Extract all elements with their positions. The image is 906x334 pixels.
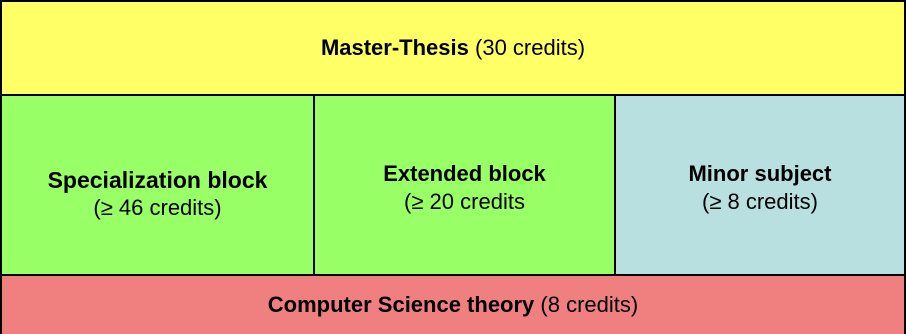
master-thesis-block: Master-Thesis (30 credits) bbox=[0, 0, 906, 96]
extended-block: Extended block (≥ 20 credits bbox=[313, 94, 616, 276]
cs-theory-text: Computer Science theory (8 credits) bbox=[268, 291, 638, 319]
cs-theory-credits: (8 credits) bbox=[540, 292, 639, 317]
minor-subject-block: Minor subject (≥ 8 credits) bbox=[614, 94, 906, 276]
master-thesis-text: Master-Thesis (30 credits) bbox=[321, 34, 585, 62]
specialization-credits: (≥ 46 credits) bbox=[93, 195, 222, 220]
specialization-block: Specialization block (≥ 46 credits) bbox=[0, 94, 315, 276]
extended-title: Extended block bbox=[383, 161, 546, 186]
master-thesis-credits: (30 credits) bbox=[475, 35, 586, 60]
specialization-title: Specialization block bbox=[47, 167, 268, 193]
cs-theory-title: Computer Science theory bbox=[267, 292, 535, 317]
master-thesis-title: Master-Thesis bbox=[320, 35, 469, 60]
minor-subject-credits: (≥ 8 credits) bbox=[702, 189, 818, 214]
extended-credits: (≥ 20 credits bbox=[404, 189, 525, 214]
cs-theory-block: Computer Science theory (8 credits) bbox=[0, 274, 906, 334]
minor-subject-title: Minor subject bbox=[688, 161, 832, 186]
